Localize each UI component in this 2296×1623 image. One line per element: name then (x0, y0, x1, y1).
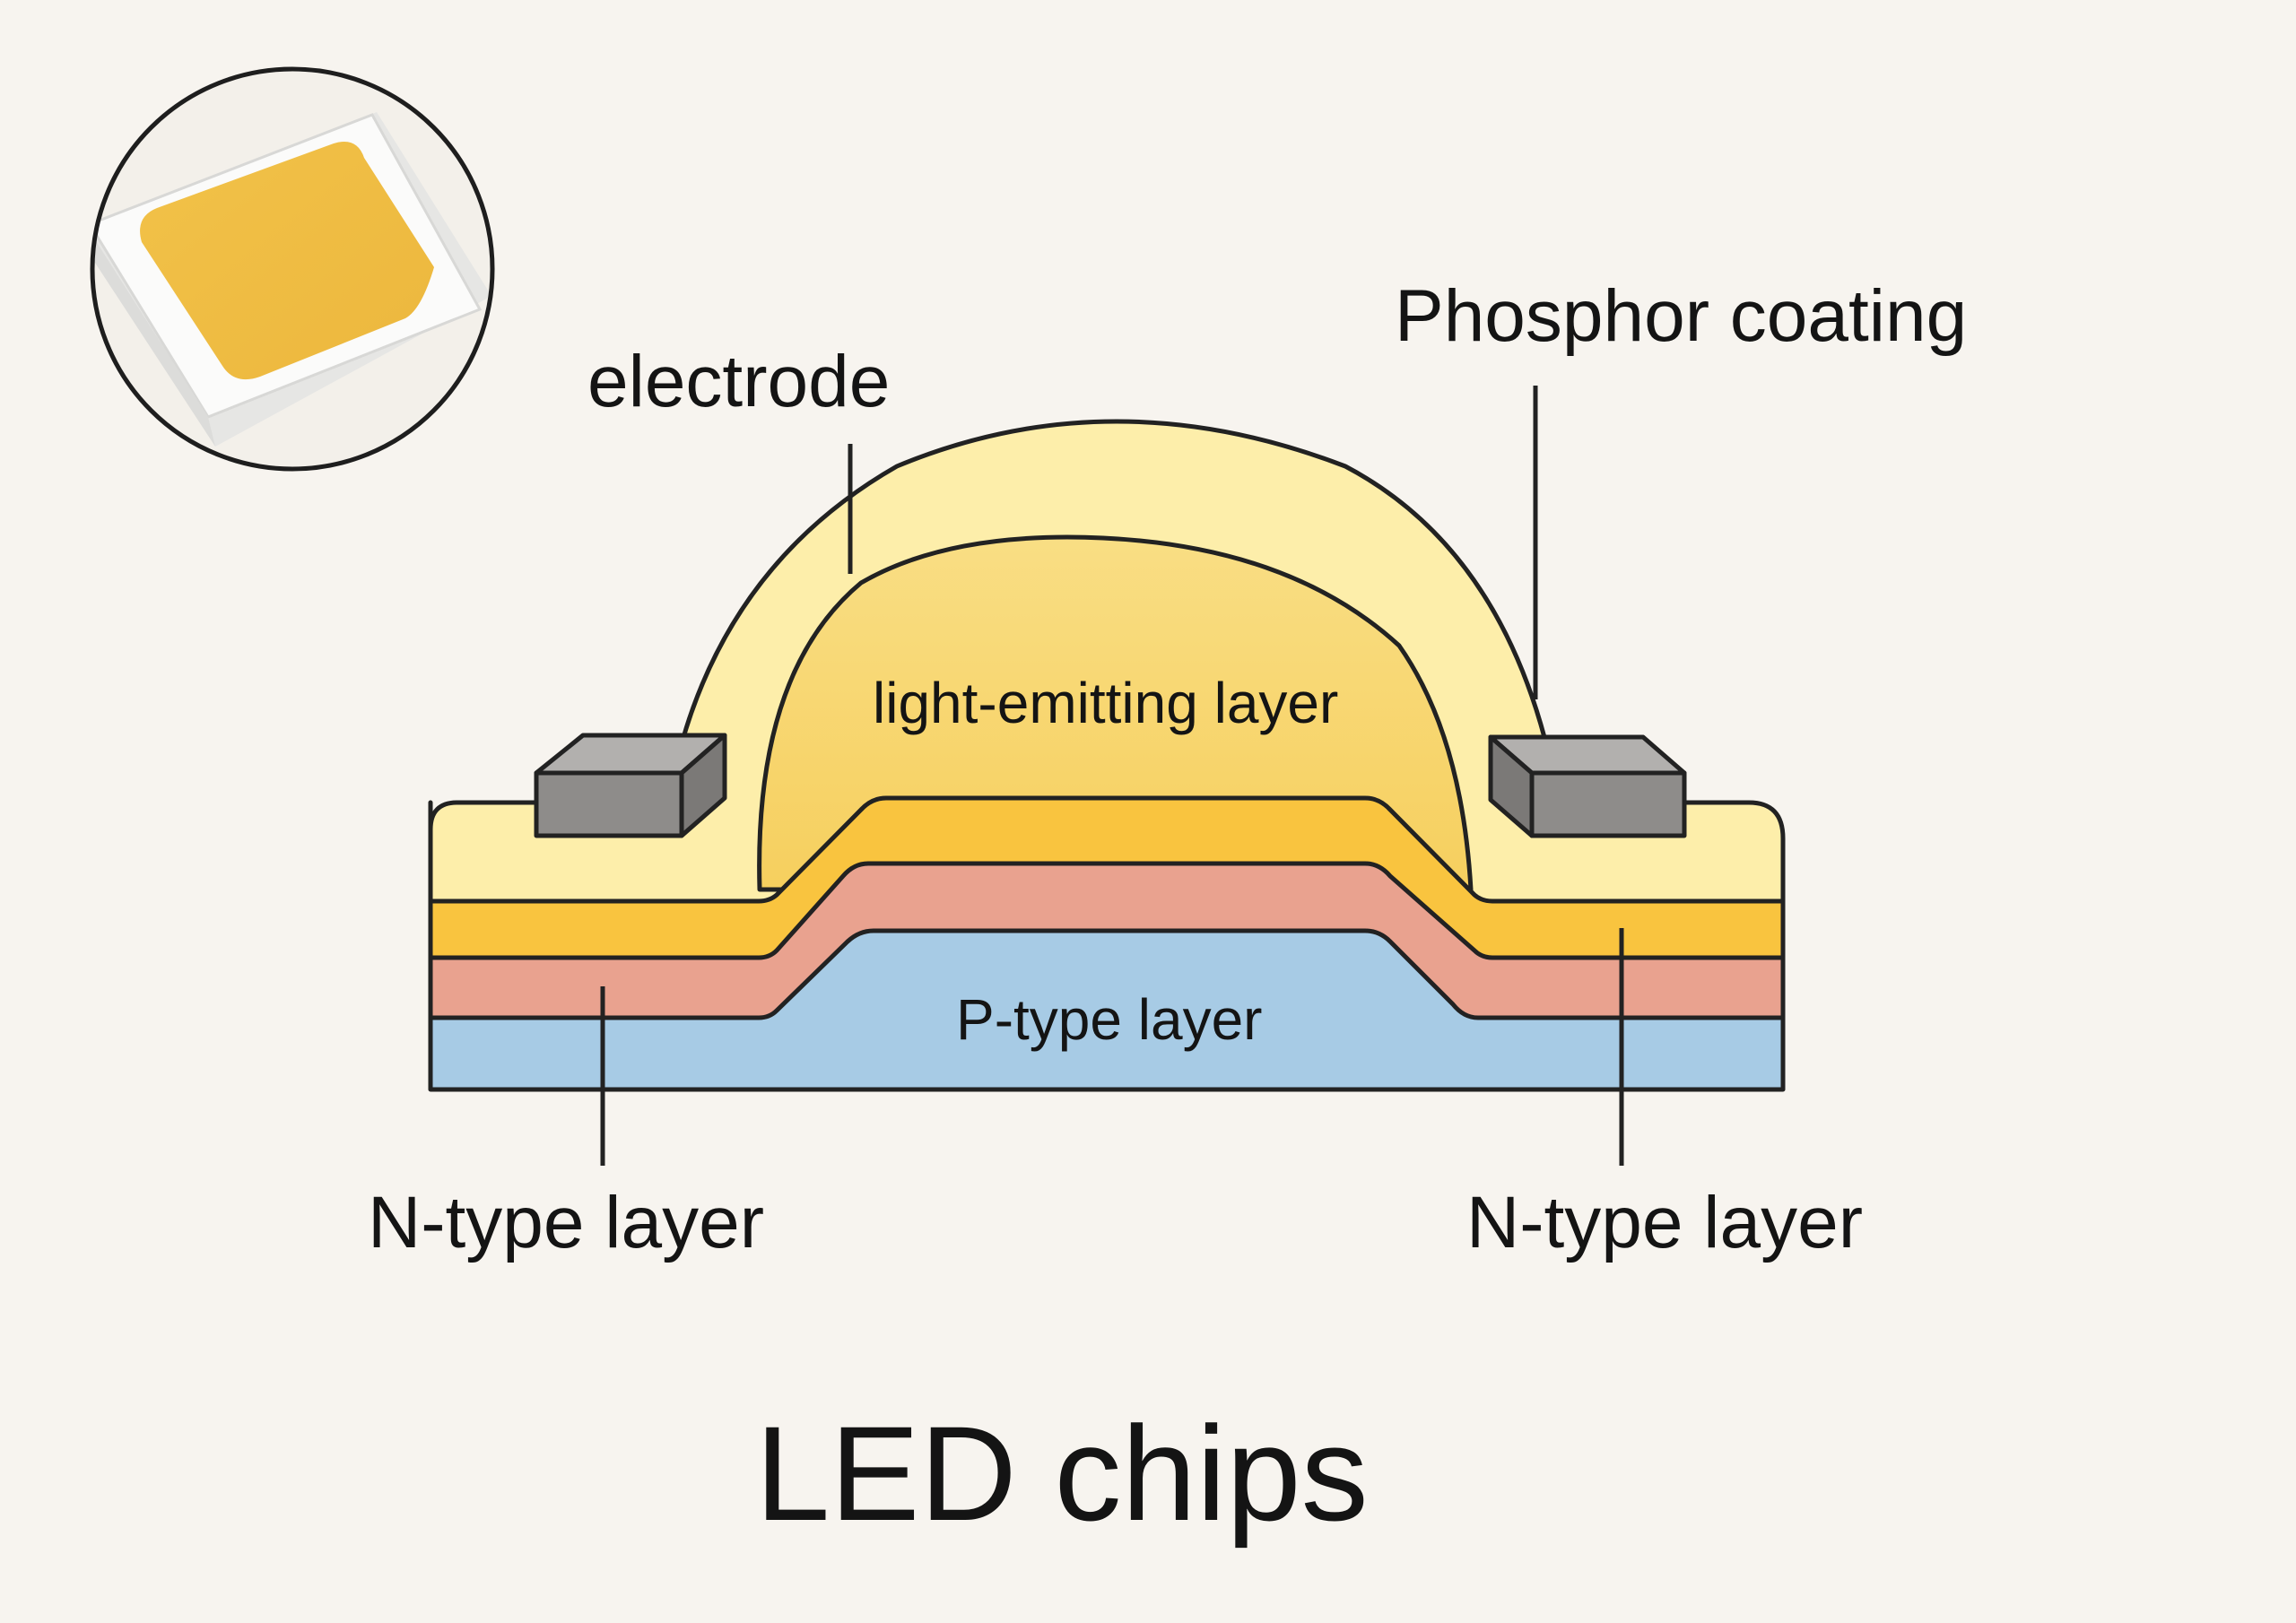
electrode-pad-right (1488, 734, 1687, 838)
light-emitting-layer-label: light-emitting layer (873, 671, 1339, 735)
package-edge (92, 231, 215, 447)
electrode-label: electrode (587, 341, 891, 422)
n-type-layer-left-label: N-type layer (368, 1182, 765, 1263)
p-type-layer-label: P-type layer (956, 987, 1263, 1052)
leader-lines (600, 386, 1624, 1166)
n-type-layer-right-label: N-type layer (1466, 1182, 1864, 1263)
page-title: LED chips (755, 1398, 1369, 1549)
electrode-pad-left (534, 733, 727, 838)
led-cross-section (428, 419, 1786, 1092)
led-package-inset (90, 66, 495, 472)
package-phosphor-window (140, 142, 434, 380)
phosphor-coating-label: Phosphor coating (1395, 275, 1968, 357)
inset-circle-border (90, 66, 495, 472)
p-type-layer-band (428, 928, 1786, 1092)
